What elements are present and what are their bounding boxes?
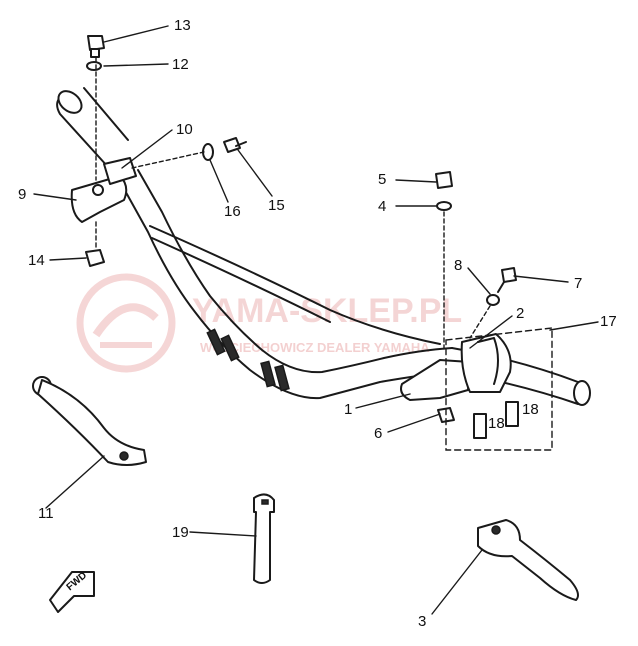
callout-13: 13 [174,17,191,34]
callout-19: 19 [172,524,189,541]
washer-12 [86,61,102,71]
screw-15 [223,137,241,153]
left-clamp-assembly [70,35,247,267]
callout-17: 17 [600,313,617,330]
callout-1: 1 [344,401,352,418]
screw-13 [87,35,105,51]
callout-8: 8 [454,257,462,274]
forward-direction-arrow: FWD [49,570,95,613]
callout-7: 7 [574,275,582,292]
callout-labels: 13 12 10 9 14 15 16 5 4 8 7 2 17 1 6 18 … [18,17,617,630]
callout-18a: 18 [488,415,505,432]
strap [253,493,275,584]
callout-12: 12 [172,56,189,73]
callout-18b: 18 [522,401,539,418]
callout-3: 3 [418,613,426,630]
handlebar [56,87,591,406]
bolt-5 [435,171,453,189]
right-switch-assembly [400,171,553,451]
switch-housing [460,333,512,393]
callout-14: 14 [28,252,45,269]
watermark: YAMA-SKLEP.PL WOJCIECHOWICZ DEALER YAMAH… [76,273,462,373]
watermark-title: YAMA-SKLEP.PL [192,292,462,330]
callout-9: 9 [18,186,26,203]
washer-8 [486,294,500,306]
watermark-logo [76,273,176,373]
callout-15: 15 [268,197,285,214]
left-clamp-bracket [70,175,128,223]
callout-5: 5 [378,171,386,188]
watermark-subtitle: WOJCIECHOWICZ DEALER YAMAHA [200,340,430,355]
callout-16: 16 [224,203,241,220]
left-lever [32,376,147,466]
washer-4 [436,201,452,211]
callout-11: 11 [38,505,54,522]
leader-lines [33,25,599,615]
right-lever [477,519,579,601]
left-clamp-cap [103,157,137,185]
screw-18a [473,413,487,439]
callout-2: 2 [516,305,524,322]
callout-6: 6 [374,425,382,442]
switch-group-box [445,327,553,451]
callout-10: 10 [176,121,193,138]
screw-18b [505,401,519,427]
nut-14 [85,249,105,267]
screw-7 [501,267,517,283]
callout-4: 4 [378,198,386,215]
lever-bracket [400,359,471,401]
